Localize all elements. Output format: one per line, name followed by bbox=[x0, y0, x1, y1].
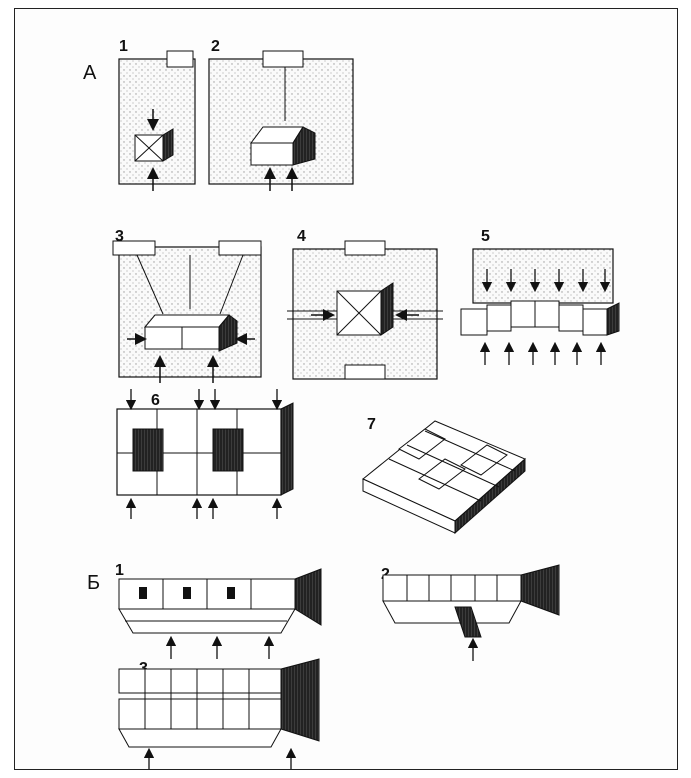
section-b-label: Б bbox=[87, 572, 100, 594]
schematic-diagram: А Б 1 2 3 bbox=[83, 38, 620, 769]
panel-a3-number: 3 bbox=[115, 228, 124, 245]
panel-a5: 5 bbox=[460, 228, 620, 365]
panel-a2-number: 2 bbox=[211, 38, 220, 55]
panel-b3: 3 bbox=[118, 658, 320, 769]
figure-frame: А Б 1 2 3 bbox=[14, 8, 678, 770]
panel-a1-number: 1 bbox=[119, 38, 128, 55]
panel-b1-number: 1 bbox=[115, 562, 124, 579]
panel-a4: 4 bbox=[287, 228, 443, 380]
panel-a5-number: 5 bbox=[481, 228, 490, 245]
panel-a4-number: 4 bbox=[297, 228, 306, 245]
panel-a2: 2 bbox=[208, 38, 354, 191]
panel-a6-number: 6 bbox=[151, 392, 160, 409]
panel-a7-number: 7 bbox=[367, 416, 376, 433]
panel-a7: 7 bbox=[362, 416, 526, 535]
panel-b2: 2 bbox=[381, 564, 560, 661]
panel-a1: 1 bbox=[118, 38, 196, 191]
panel-a6: 6 bbox=[116, 389, 294, 519]
section-a-label: А bbox=[83, 62, 97, 84]
panel-a3: 3 bbox=[112, 228, 262, 383]
panel-b1: 1 bbox=[115, 562, 322, 659]
